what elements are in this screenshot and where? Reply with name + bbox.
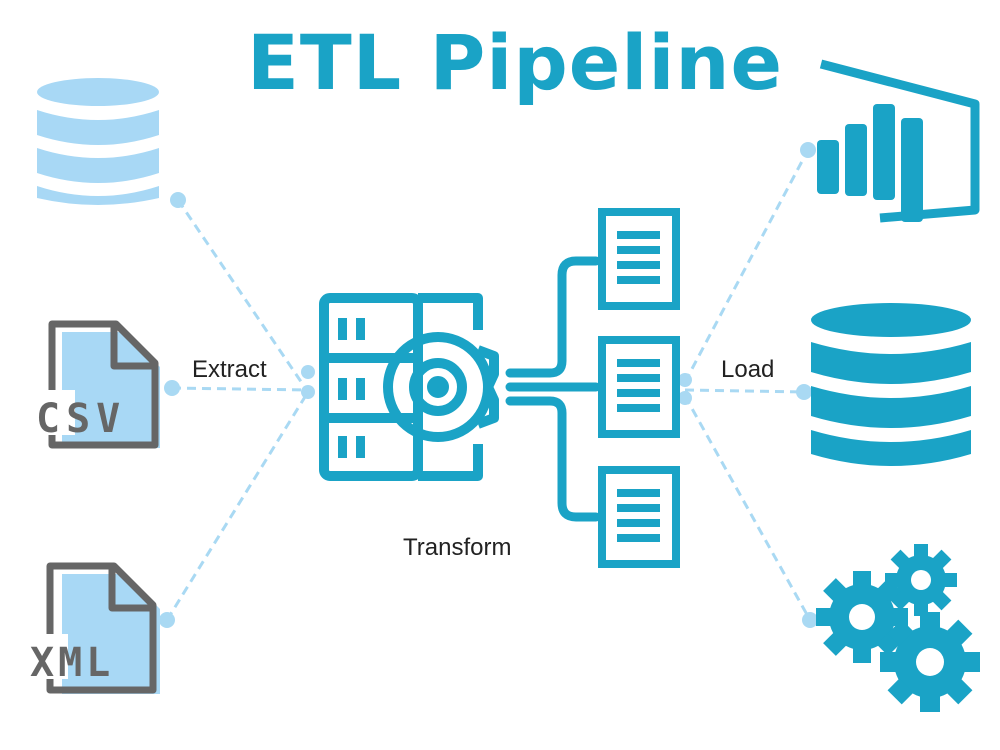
transform-documents <box>598 208 680 568</box>
power-bi-icon <box>817 59 980 223</box>
dot-extract-hub-b <box>301 385 315 399</box>
connector-database-destination <box>684 388 805 394</box>
database-destination-icon <box>811 303 971 466</box>
load-label: Load <box>717 356 779 384</box>
connector-csv-source <box>171 386 309 392</box>
dot-csv-source <box>164 380 180 396</box>
document-icon-bottom <box>598 466 680 568</box>
transform-server-icon <box>319 293 499 481</box>
connector-database-source <box>176 199 310 393</box>
gear-left <box>816 571 908 663</box>
extract-label: Extract <box>188 356 271 384</box>
dot-power-bi <box>800 142 816 158</box>
xml-label: XML <box>30 640 114 686</box>
page-title: ETL Pipeline <box>246 18 784 107</box>
xml-file-icon: XML <box>28 562 160 694</box>
dot-load-hub-b <box>678 391 692 405</box>
gear-small <box>885 544 957 616</box>
dot-xml-source <box>159 612 175 628</box>
document-icon-middle <box>598 336 680 438</box>
connector-power-bi <box>683 149 810 383</box>
connector-dots <box>159 142 818 628</box>
dot-load-hub-a <box>678 373 692 387</box>
dot-applications <box>802 612 818 628</box>
database-source-icon <box>37 78 159 205</box>
dot-database-source <box>170 192 186 208</box>
gears-icon <box>816 544 980 712</box>
transform-label: Transform <box>403 534 512 561</box>
csv-label: CSV <box>36 396 126 442</box>
connector-applications <box>683 395 812 621</box>
connectors <box>165 149 812 621</box>
csv-file-icon: CSV <box>30 320 160 449</box>
document-icon-top <box>598 208 680 310</box>
dot-extract-hub-a <box>301 365 315 379</box>
dot-database-destination <box>796 384 812 400</box>
connector-xml-source <box>165 391 310 621</box>
gear-large <box>880 612 980 712</box>
transform-branches <box>505 256 601 522</box>
